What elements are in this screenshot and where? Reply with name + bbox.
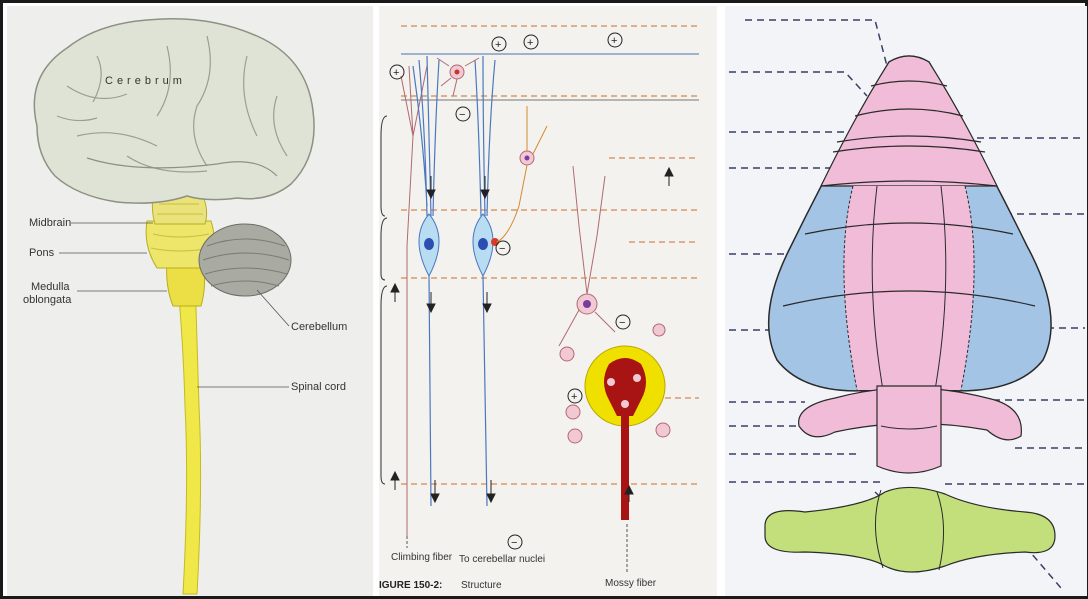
lower-section-green xyxy=(765,487,1055,572)
svg-text:+: + xyxy=(571,391,577,403)
label-mossy-fiber: Mossy fiber xyxy=(605,578,657,589)
label-cerebrum: Cerebrum xyxy=(105,75,186,87)
svg-text:+: + xyxy=(393,67,399,79)
brain-panel: Cerebrum Midbrain Pons Medulla oblongata… xyxy=(7,6,373,596)
cerebellum-regions-diagram xyxy=(725,6,1087,596)
svg-text:+: + xyxy=(495,39,501,51)
brain-diagram: Cerebrum Midbrain Pons Medulla oblongata… xyxy=(7,6,373,596)
basket-cell xyxy=(497,106,547,242)
label-midbrain: Midbrain xyxy=(29,217,71,229)
golgi-cell xyxy=(559,166,615,346)
spinal-cord xyxy=(177,276,201,594)
label-spinal-cord: Spinal cord xyxy=(291,381,346,393)
circuit-panel: + + + + − − − + − Climbing fiber To ce xyxy=(379,6,717,596)
polarity-signs: + + + + − − − + − xyxy=(390,33,630,549)
layer-lines xyxy=(401,26,699,484)
signal-arrows xyxy=(391,168,673,502)
purkinje-cell-2 xyxy=(473,56,499,506)
paravermis-pink xyxy=(844,186,974,390)
figure-caption: IGURE 150-2: xyxy=(379,580,442,591)
svg-text:−: − xyxy=(459,109,465,121)
cerebellum-regions-panel xyxy=(725,6,1087,596)
cerebrum-shape xyxy=(34,19,314,203)
cerebellum-shape xyxy=(199,224,291,296)
purkinje-cell-1 xyxy=(413,56,439,506)
stellate-cell xyxy=(437,58,479,96)
svg-text:+: + xyxy=(611,35,617,47)
svg-text:−: − xyxy=(619,317,625,329)
label-medulla-2: oblongata xyxy=(23,294,72,306)
label-to-cerebellar-nuclei: To cerebellar nuclei xyxy=(459,554,545,565)
caption-fragment: Structure xyxy=(461,580,502,591)
svg-text:+: + xyxy=(527,37,533,49)
svg-text:−: − xyxy=(499,243,505,255)
climbing-fiber xyxy=(401,66,427,536)
label-climbing-fiber: Climbing fiber xyxy=(391,552,453,563)
circuit-diagram: + + + + − − − + − Climbing fiber To ce xyxy=(379,6,717,596)
label-pons: Pons xyxy=(29,247,55,259)
label-medulla-1: Medulla xyxy=(31,281,70,293)
label-cerebellum: Cerebellum xyxy=(291,321,347,333)
svg-text:−: − xyxy=(511,537,517,549)
